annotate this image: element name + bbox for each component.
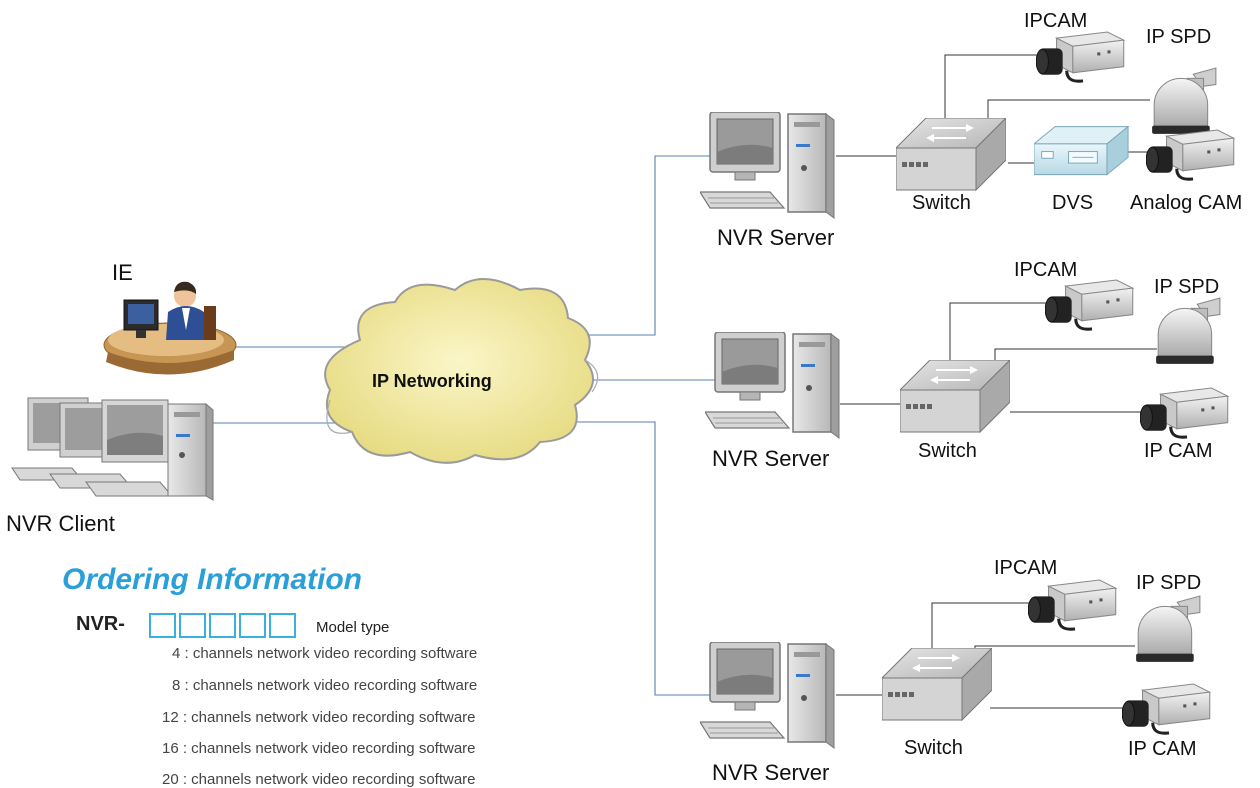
switch-1-icon [896, 118, 1006, 191]
switch-3-icon [882, 648, 992, 721]
model-type-label: Model type [316, 619, 390, 636]
device-label: IP SPD [1146, 26, 1212, 48]
option-item: 4 : channels network video recording sof… [172, 645, 478, 662]
model-code-box [179, 613, 206, 638]
ip-networking-cloud [324, 278, 599, 464]
device-label: IP CAM [1128, 738, 1197, 760]
ip-cam-2-icon [1140, 386, 1230, 439]
model-code-boxes [149, 613, 299, 638]
ie-label: IE [112, 260, 133, 285]
ie-user-icon [103, 281, 237, 375]
ordering-title: Ordering Information [62, 563, 362, 596]
nvr-server-label: NVR Server [712, 760, 830, 785]
cloud-to-server3-line [548, 421, 722, 696]
device-label: IPCAM [994, 557, 1058, 579]
ip-speed-dome-1-icon [1151, 67, 1217, 135]
option-item: 12 : channels network video recording so… [162, 709, 476, 726]
model-code-box [209, 613, 236, 638]
switch-label: Switch [904, 737, 963, 759]
nvr-server-label: NVR Server [717, 225, 835, 250]
cloud-label: IP Networking [372, 371, 492, 391]
option-item: 20 : channels network video recording so… [162, 771, 476, 788]
nvr-server-3-icon [700, 642, 835, 749]
dvs-icon [1034, 126, 1129, 176]
ip-speed-dome-2-icon [1155, 297, 1221, 365]
option-item: 16 : channels network video recording so… [162, 740, 476, 757]
connector-lines [210, 155, 722, 696]
ip-cam-3-icon [1122, 682, 1212, 735]
model-code-box [239, 613, 266, 638]
nvr-client-label: NVR Client [6, 511, 115, 536]
nvr-server-label: NVR Server [712, 446, 830, 471]
nvr-client-icon [11, 397, 214, 501]
model-code-box [149, 613, 176, 638]
model-code-box [269, 613, 296, 638]
device-lines [836, 54, 1157, 709]
switch-label: Switch [918, 440, 977, 462]
ipcam-2-icon [1045, 278, 1135, 331]
model-prefix: NVR- [76, 613, 125, 635]
switch-label: Switch [912, 192, 971, 214]
switch-2-icon [900, 360, 1010, 433]
analog-cam-icon [1146, 128, 1236, 181]
nvr-server-2-icon [705, 332, 840, 439]
ipcam-1-icon [1036, 30, 1126, 83]
device-label: IP CAM [1144, 440, 1213, 462]
device-label: IPCAM [1024, 10, 1088, 32]
device-label: IPCAM [1014, 259, 1078, 281]
device-label: DVS [1052, 192, 1094, 214]
device-label: Analog CAM [1130, 192, 1243, 214]
device-label: IP SPD [1136, 572, 1202, 594]
ipcam-3-icon [1028, 578, 1118, 631]
nvr-server-1-icon [700, 112, 835, 219]
option-item: 8 : channels network video recording sof… [172, 677, 478, 694]
device-label: IP SPD [1154, 276, 1220, 298]
cloud-to-server1-line [552, 155, 722, 336]
ip-speed-dome-3-icon [1135, 595, 1201, 663]
